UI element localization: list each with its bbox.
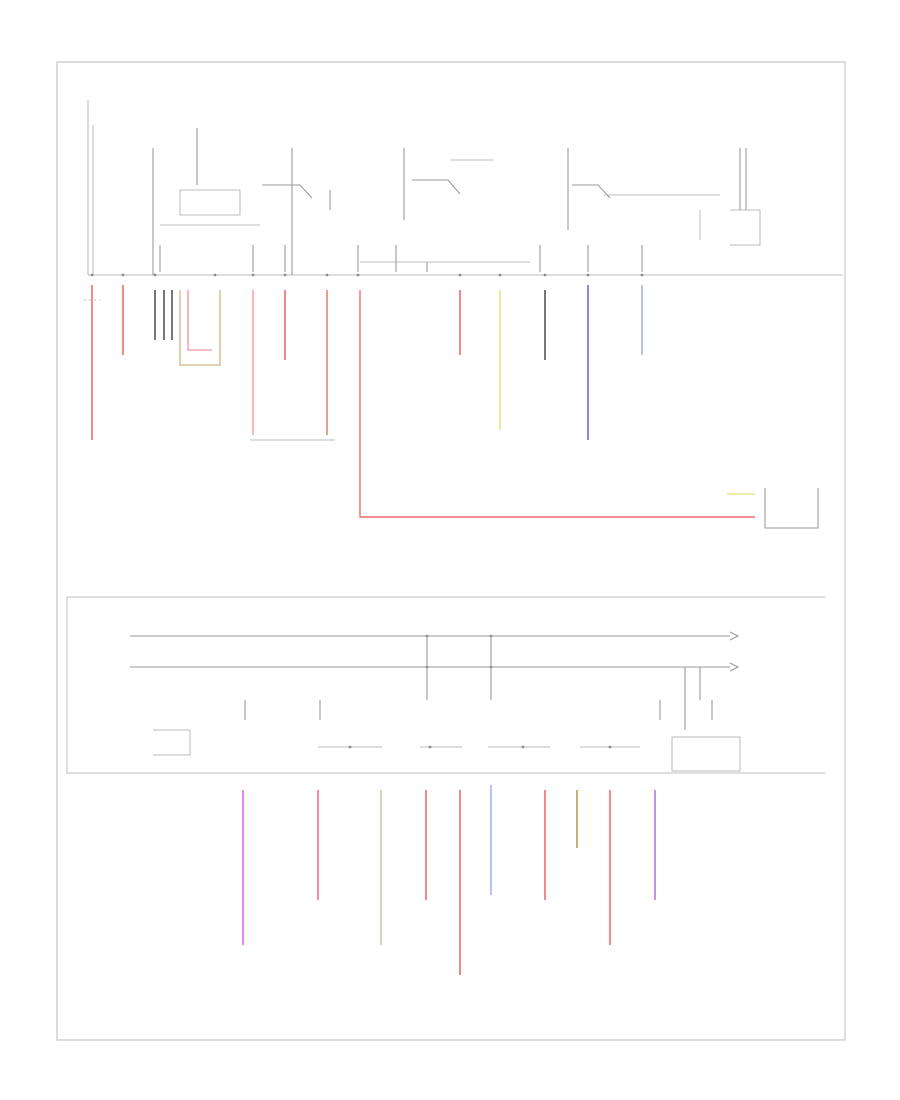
diagram-frame xyxy=(56,61,846,1041)
upper-fuse-box xyxy=(87,100,843,277)
upper-fuse-stubs xyxy=(159,245,643,272)
lower-wires xyxy=(242,785,656,975)
wire-7-pink xyxy=(187,290,212,351)
lower-fuse-box xyxy=(66,596,825,774)
wire-11-pink xyxy=(359,290,755,518)
upper-wires xyxy=(84,285,755,518)
wire-6-tan xyxy=(179,290,221,366)
upper-right-component xyxy=(727,488,819,529)
